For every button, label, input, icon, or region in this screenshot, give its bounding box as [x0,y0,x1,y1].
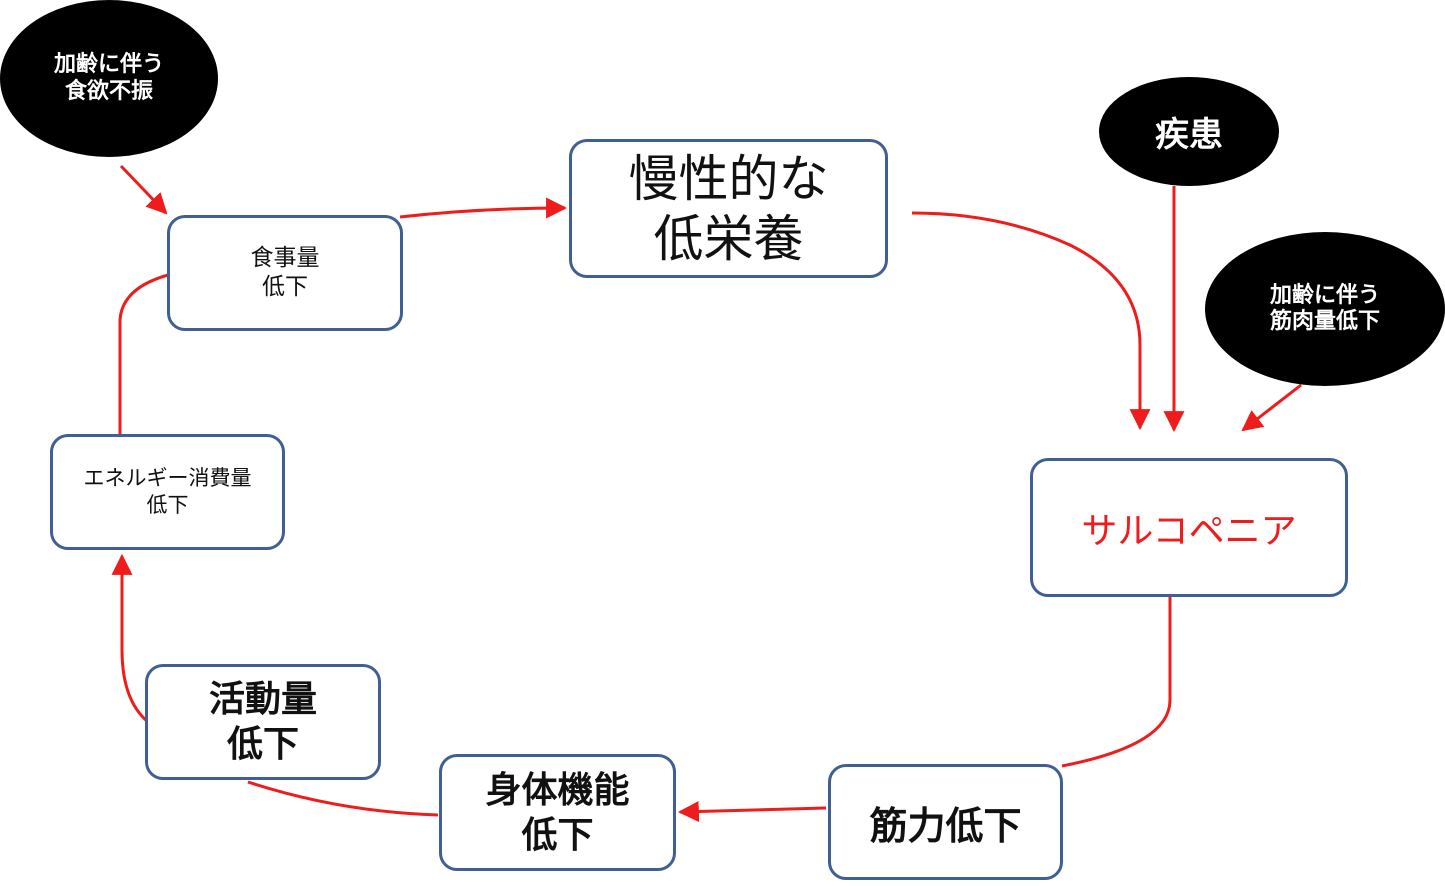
arrow-kinniku-to-sarco [1241,383,1302,432]
factor-label-line: 加齢に伴う [53,52,164,78]
factor-label-line: 食欲不振 [64,78,153,104]
node-energy-shohiryo-teika: エネルギー消費量 低下 [50,434,285,550]
node-label-line: 筋力低下 [869,803,1022,848]
node-label-line: 身体機能 [485,769,630,811]
node-label-line: エネルギー消費量 [83,465,252,490]
arrow-shokuji-to-mansei [399,197,568,219]
factor-karei-shokuyoku-fushin: 加齢に伴う 食欲不振 [0,0,218,157]
factor-label-line: 加齢に伴う [1269,282,1380,308]
node-shokuji-teika: 食事量 低下 [167,215,403,331]
node-kinryoku-teika: 筋力低下 [828,764,1063,880]
node-shintai-kino-teika: 身体機能 低下 [439,754,676,871]
arrow-katsudo-to-energy [111,553,149,724]
node-label-line: 低下 [226,724,299,765]
connector-shintai-to-katsudo [247,780,439,817]
node-mansei-teieiyo: 慢性的な 低栄養 [569,139,888,278]
node-katsudoryo-teika: 活動量 低下 [145,664,381,780]
arrow-shokuyoku-to-shokuji [119,164,168,215]
arrow-kinryoku-to-shintai [677,801,827,823]
node-label-line: 食事量 [250,245,320,272]
node-sarcopenia: サルコペニア [1030,458,1348,597]
factor-label-line: 筋肉量低下 [1269,309,1380,334]
node-label-line: 低下 [146,493,189,517]
node-label-line: 低下 [262,274,308,300]
connector-sarco-to-kinryoku [1061,594,1172,768]
node-label-line: サルコペニア [1081,510,1297,552]
connector-energy-to-shokuji [118,273,169,434]
node-label-line: 活動量 [208,679,317,720]
factor-shikkan: 疾患 [1099,77,1279,186]
factor-karei-kinnikuryo-teika: 加齢に伴う 筋肉量低下 [1205,232,1445,386]
node-label-line: 低下 [521,814,594,856]
factor-label-line: 疾患 [1155,115,1223,155]
node-label-line: 低栄養 [653,209,804,268]
arrow-mansei-to-sarco [911,211,1151,431]
node-label-line: 慢性的な [628,149,829,208]
